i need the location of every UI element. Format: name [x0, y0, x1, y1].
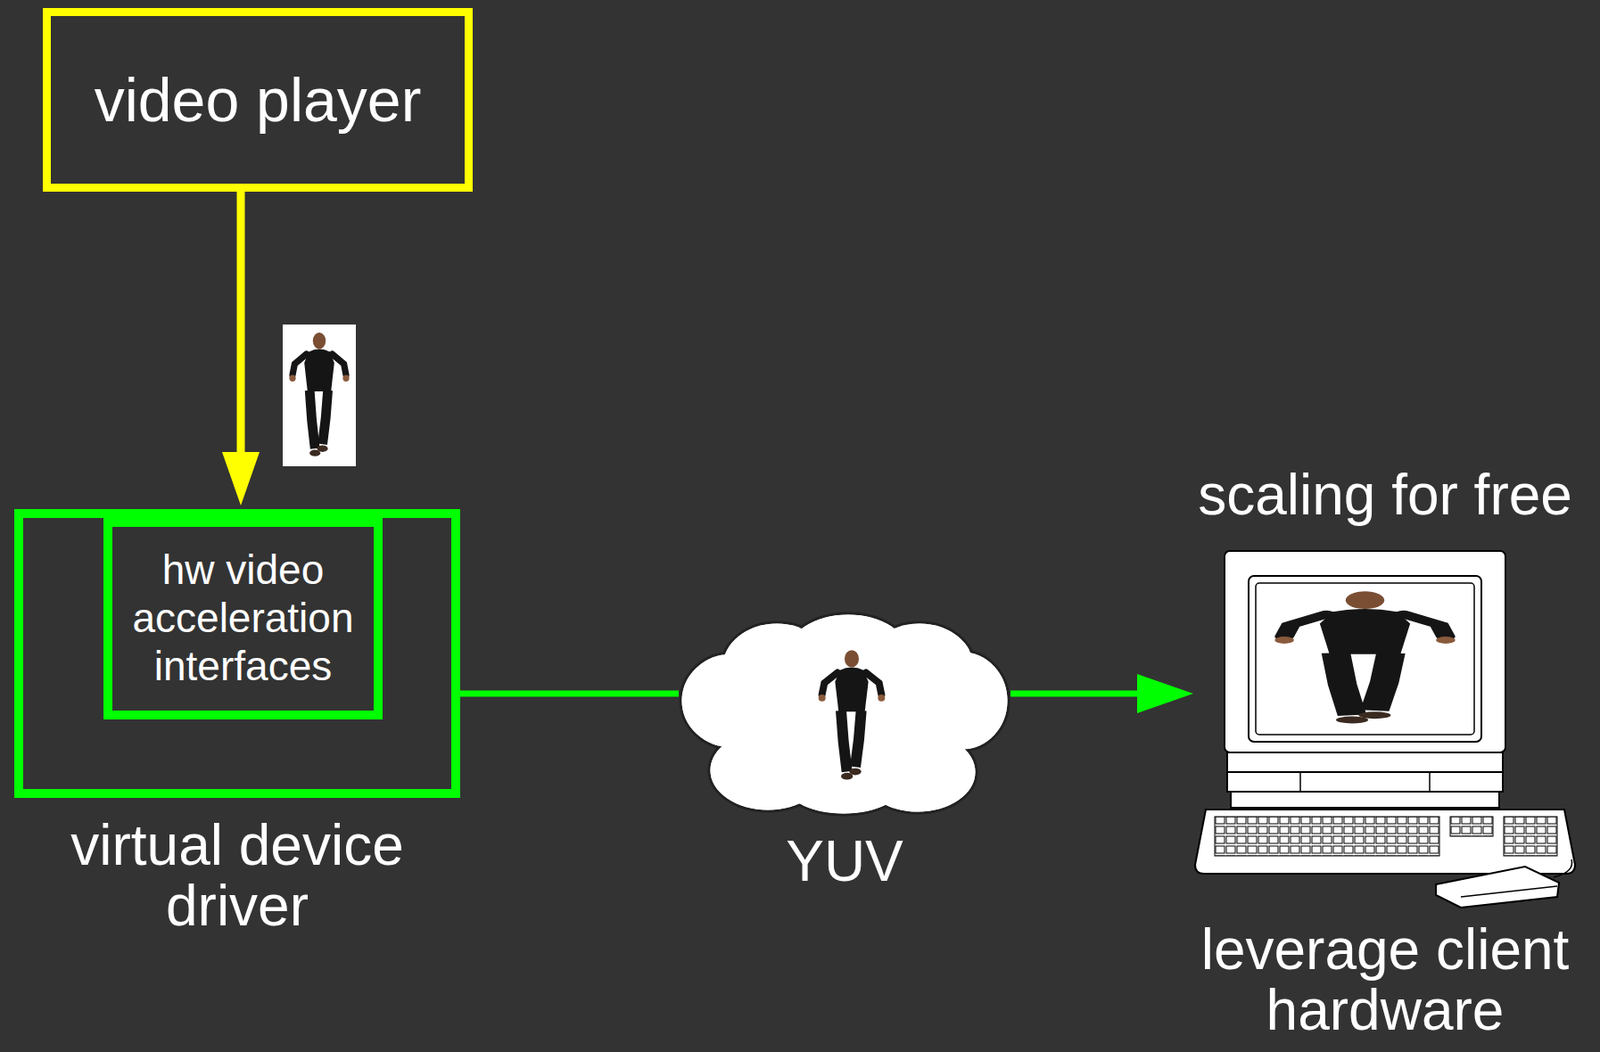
client-computer: scaling for freeleverage client hardware	[1193, 551, 1577, 910]
computer-illustration	[1195, 551, 1576, 908]
client-note: scaling for free	[1175, 465, 1595, 527]
box-caption: virtual device driver	[45, 816, 429, 938]
arrow-head	[222, 452, 260, 506]
cloud-outline	[680, 613, 1009, 816]
connector-line	[460, 691, 679, 698]
format-label: YUV	[710, 832, 979, 893]
flow-arrow	[1010, 674, 1194, 714]
video-frame	[818, 650, 886, 780]
process-box: video player	[42, 8, 473, 192]
flow-arrow	[222, 191, 260, 506]
box-label: video player	[94, 66, 422, 134]
connector-line	[1010, 691, 1141, 698]
video-frame-thumbnail	[282, 324, 356, 467]
cloud-shape	[678, 611, 1011, 817]
arrow-head	[1137, 674, 1194, 714]
box-label: hw video acceleration interfaces	[119, 546, 367, 691]
network-cloud: YUV	[678, 611, 1011, 817]
client-note: leverage client hardware	[1175, 920, 1595, 1042]
flow-arrow	[460, 693, 679, 695]
cloud-fill	[682, 615, 1008, 815]
driver-box: virtual device driverhw video accelerati…	[14, 509, 461, 799]
connector-line	[237, 191, 246, 456]
interface-box: hw video acceleration interfaces	[103, 518, 383, 720]
